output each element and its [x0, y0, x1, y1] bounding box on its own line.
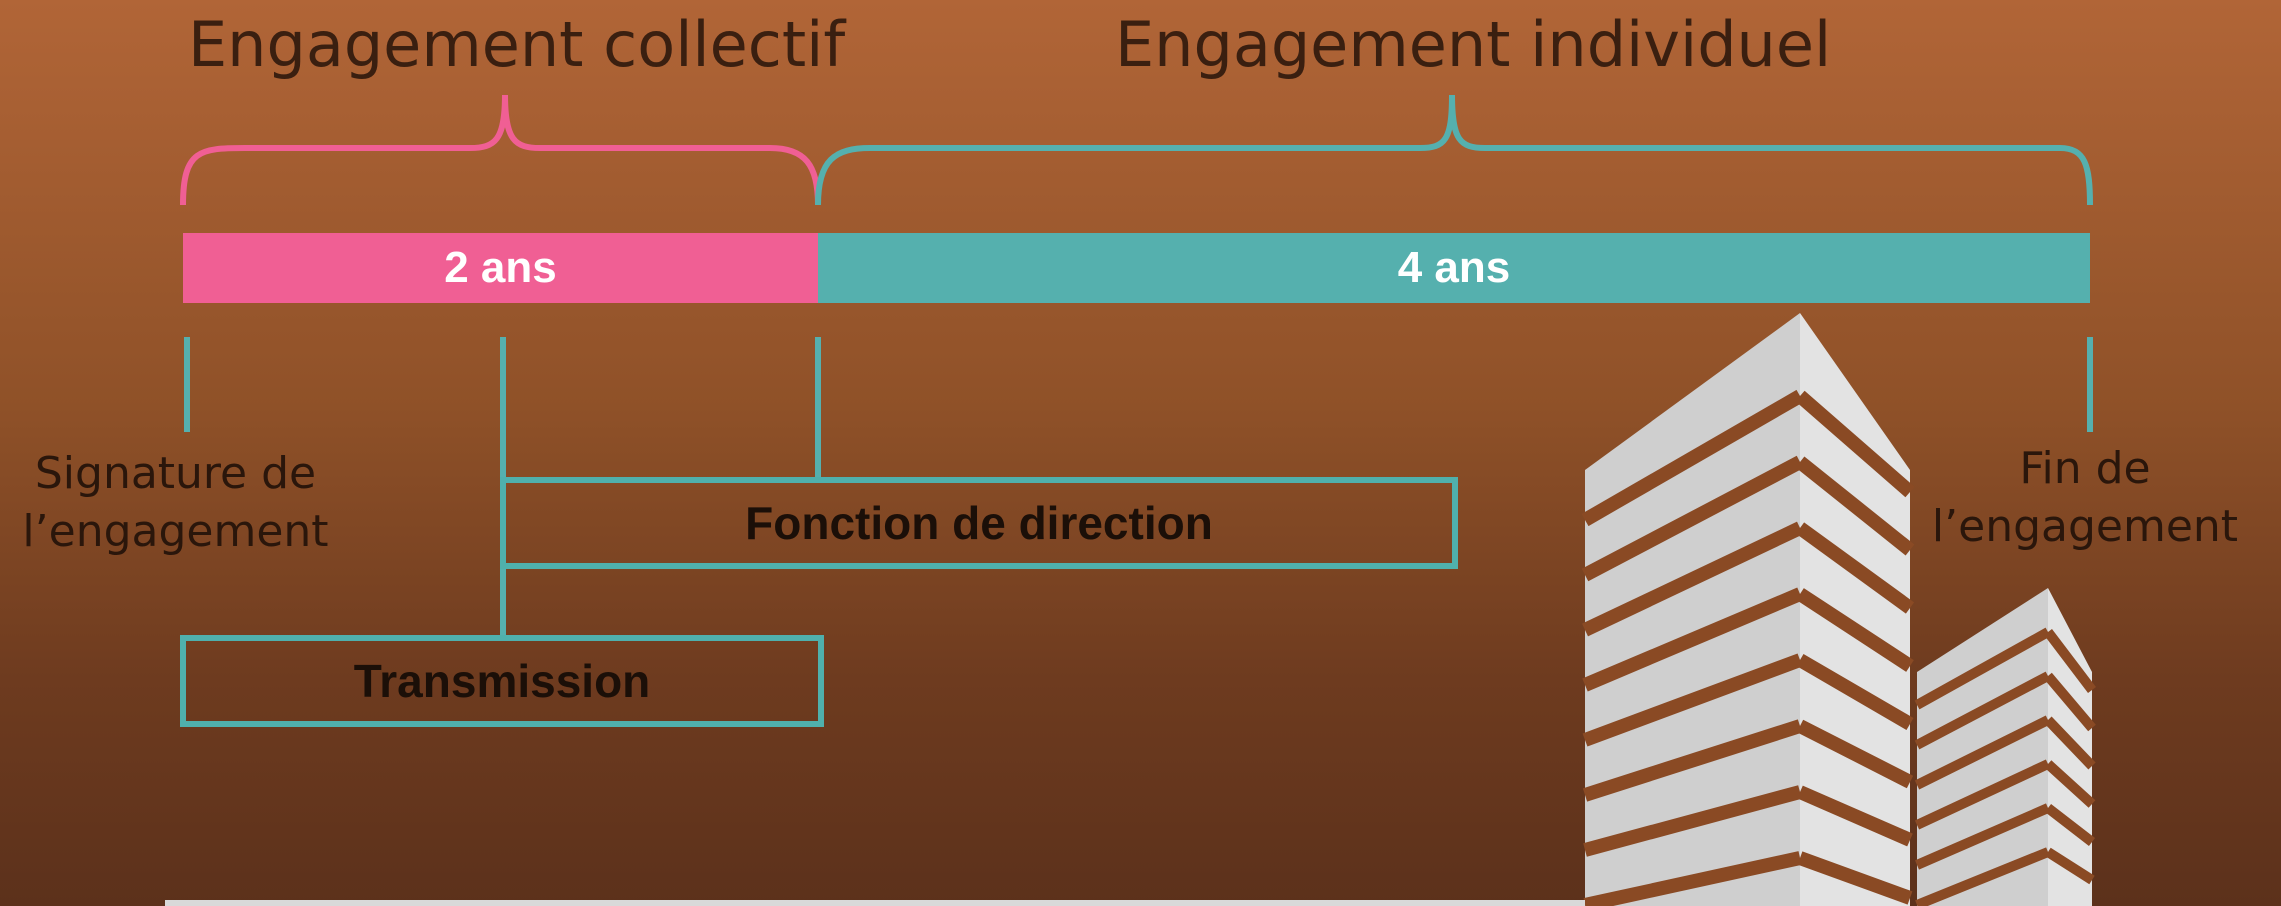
label-fin: Fin de l’engagement [1931, 443, 2239, 552]
brace-individuel [815, 94, 2093, 206]
box-transmission: Transmission [180, 635, 824, 727]
heading-engagement-individuel: Engagement individuel [1115, 8, 1832, 81]
label-signature: Signature de l’engagement [22, 448, 329, 557]
bar-2-ans: 2 ans [183, 233, 818, 303]
building-large-illustration [1581, 313, 1915, 906]
box-fonction-de-direction: Fonction de direction [500, 477, 1458, 569]
heading-engagement-collectif: Engagement collectif [188, 8, 846, 81]
brace-collectif [180, 94, 821, 206]
building-small-illustration [1914, 588, 2096, 906]
bar-4-ans: 4 ans [818, 233, 2090, 303]
